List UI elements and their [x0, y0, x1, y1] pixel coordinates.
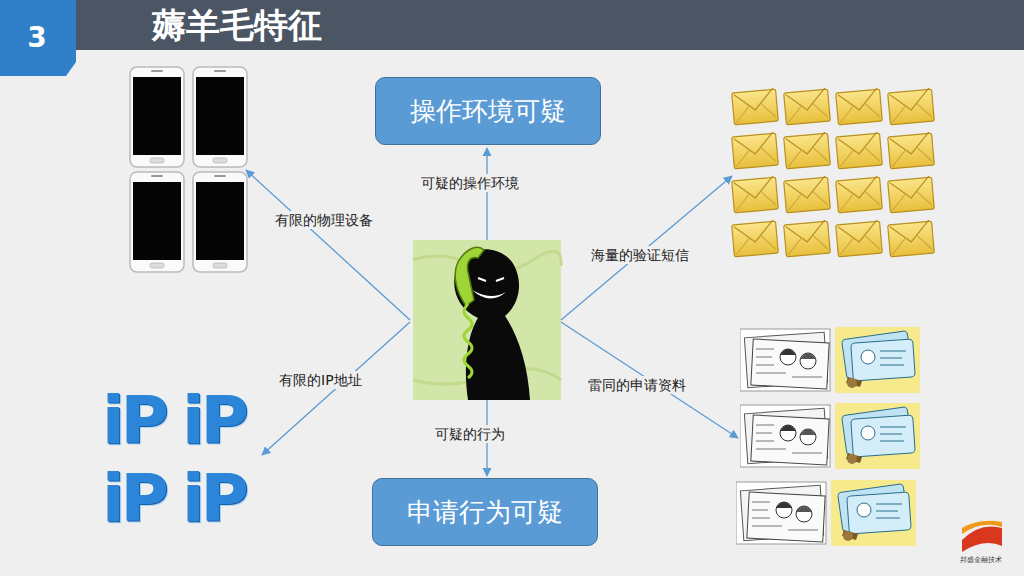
arrow-label: 海量的验证短信 — [588, 246, 692, 264]
process-box: 操作环境可疑 — [375, 77, 601, 145]
arrow-label: 有限的物理设备 — [272, 211, 376, 229]
ip-icon: iP — [182, 464, 245, 534]
ip-icon: iP — [102, 386, 165, 456]
slide-title: 薅羊毛特征 — [152, 2, 322, 48]
ip-icon: iP — [182, 386, 245, 456]
logo-text: 邦盛金融技术 — [960, 556, 1002, 565]
process-box: 申请行为可疑 — [372, 478, 598, 546]
box-label: 申请行为可疑 — [407, 495, 563, 530]
section-number: 3 — [0, 18, 74, 58]
arrow-label: 雷同的申请资料 — [585, 376, 689, 394]
arrow-label: 有限的IP地址 — [276, 371, 365, 389]
ip-icon: iP — [102, 464, 165, 534]
box-label: 操作环境可疑 — [410, 94, 566, 129]
arrow-label: 可疑的行为 — [432, 425, 508, 443]
arrow-label: 可疑的操作环境 — [418, 174, 522, 192]
